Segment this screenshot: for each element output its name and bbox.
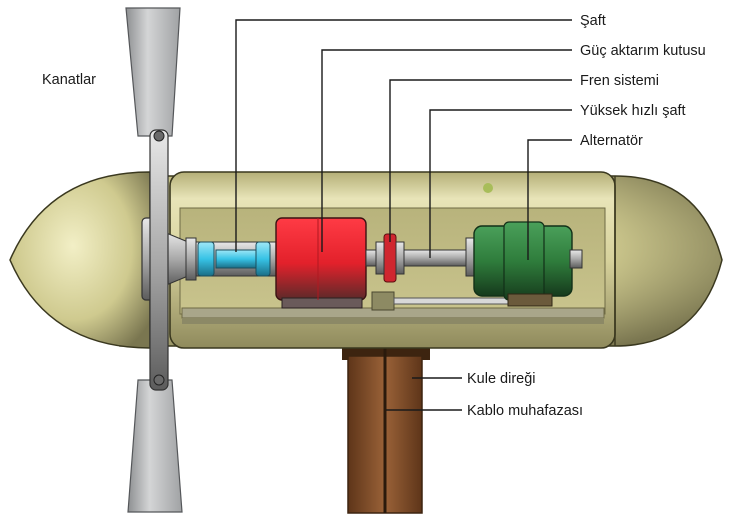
label-alternator: Alternatör [580, 133, 643, 149]
label-gearbox: Güç aktarım kutusu [580, 43, 706, 59]
leader-lines [235, 19, 572, 411]
tower [342, 346, 430, 514]
label-high-speed-shaft: Yüksek hızlı şaft [580, 103, 686, 119]
brake-system [365, 233, 545, 311]
label-blades: Kanatlar [42, 72, 96, 88]
label-cable-housing: Kablo muhafazası [467, 403, 583, 419]
nose-cone [9, 171, 151, 349]
blades [125, 7, 183, 513]
label-shaft: Şaft [580, 13, 606, 29]
alternator [465, 221, 583, 307]
label-tower: Kule direği [467, 371, 536, 387]
label-brake: Fren sistemi [580, 73, 659, 89]
gearbox [275, 217, 367, 309]
